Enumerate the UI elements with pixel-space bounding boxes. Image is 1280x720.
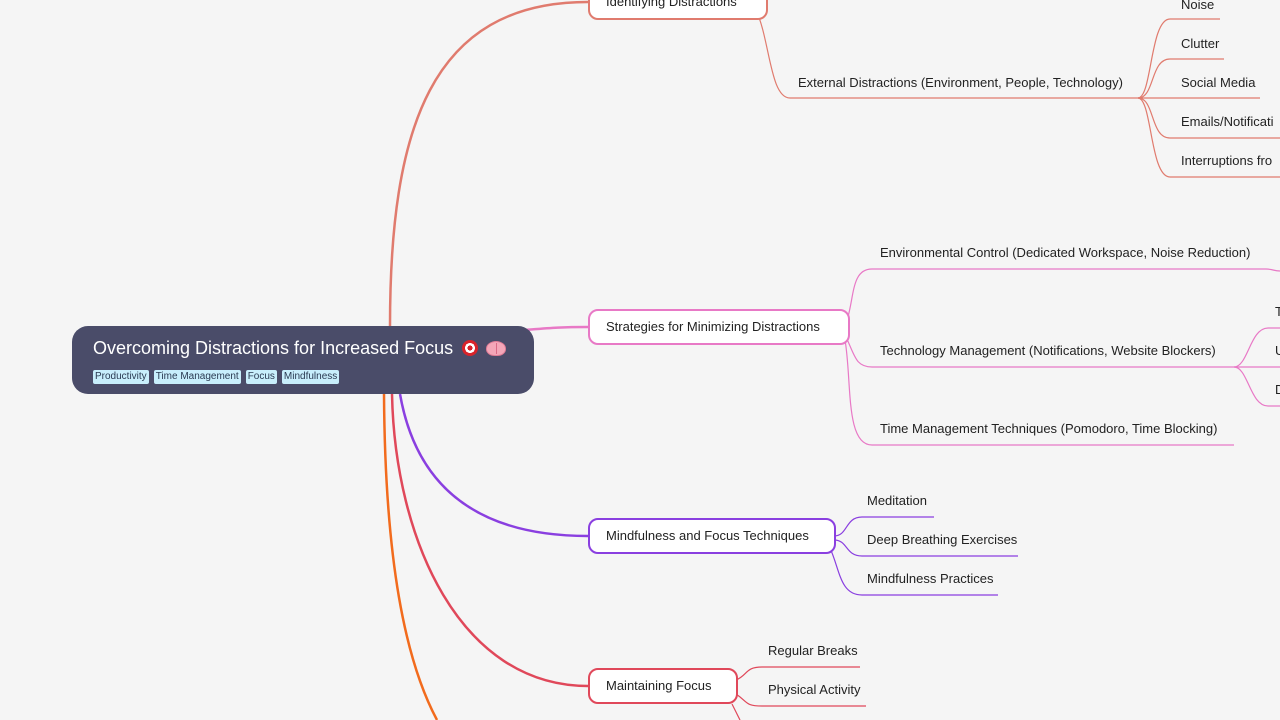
tag-list: Productivity Time Management Focus Mindf… — [93, 370, 513, 384]
connector-root-mindfulness — [398, 393, 589, 538]
leaf-clutter[interactable]: Clutter — [1181, 36, 1220, 51]
tag-focus[interactable]: Focus — [245, 370, 277, 384]
connector-root-identifying — [388, 0, 589, 327]
leaf-tech-child-2[interactable]: U — [1275, 343, 1280, 358]
topic-maintaining-focus[interactable]: Maintaining Focus — [588, 668, 738, 704]
subtopic-time-management-techniques[interactable]: Time Management Techniques (Pomodoro, Ti… — [880, 421, 1218, 436]
topic-strategies-minimizing-distractions[interactable]: Strategies for Minimizing Distractions — [588, 309, 850, 345]
root-title: Overcoming Distractions for Increased Fo… — [93, 336, 513, 360]
connector-root-offscreen — [382, 393, 439, 720]
leaf-interruptions[interactable]: Interruptions fro — [1181, 153, 1273, 168]
leaf-tech-child-1[interactable]: T — [1275, 304, 1280, 319]
root-title-text: Overcoming Distractions for Increased Fo… — [93, 338, 454, 358]
root-node[interactable]: Overcoming Distractions for Increased Fo… — [72, 326, 534, 394]
connector-root-maintaining — [390, 393, 589, 688]
leaf-noise[interactable]: Noise — [1181, 0, 1215, 12]
leaf-meditation[interactable]: Meditation — [867, 493, 927, 508]
target-icon — [462, 340, 479, 356]
topic-identifying-distractions[interactable]: Identifying Distractions — [588, 0, 768, 20]
leaf-mindfulness-practices[interactable]: Mindfulness Practices — [867, 571, 994, 586]
leaf-deep-breathing[interactable]: Deep Breathing Exercises — [867, 532, 1018, 547]
connector-root-strategies — [523, 325, 589, 332]
subtopic-environmental-control[interactable]: Environmental Control (Dedicated Workspa… — [880, 245, 1251, 260]
leaf-emails-notifications[interactable]: Emails/Notificati — [1181, 114, 1274, 129]
topic-mindfulness-focus-techniques[interactable]: Mindfulness and Focus Techniques — [588, 518, 836, 554]
tag-time-management[interactable]: Time Management — [153, 370, 241, 384]
leaf-regular-breaks[interactable]: Regular Breaks — [768, 643, 858, 658]
brain-icon — [486, 341, 507, 356]
tag-mindfulness[interactable]: Mindfulness — [281, 370, 340, 384]
leaf-physical-activity[interactable]: Physical Activity — [768, 682, 861, 697]
leaf-tech-child-3[interactable]: D — [1275, 382, 1280, 397]
leaf-social-media[interactable]: Social Media — [1181, 75, 1256, 90]
tag-productivity[interactable]: Productivity — [93, 370, 149, 384]
subtopic-external-distractions[interactable]: External Distractions (Environment, Peop… — [798, 75, 1123, 90]
subtopic-technology-management[interactable]: Technology Management (Notifications, We… — [880, 343, 1216, 358]
